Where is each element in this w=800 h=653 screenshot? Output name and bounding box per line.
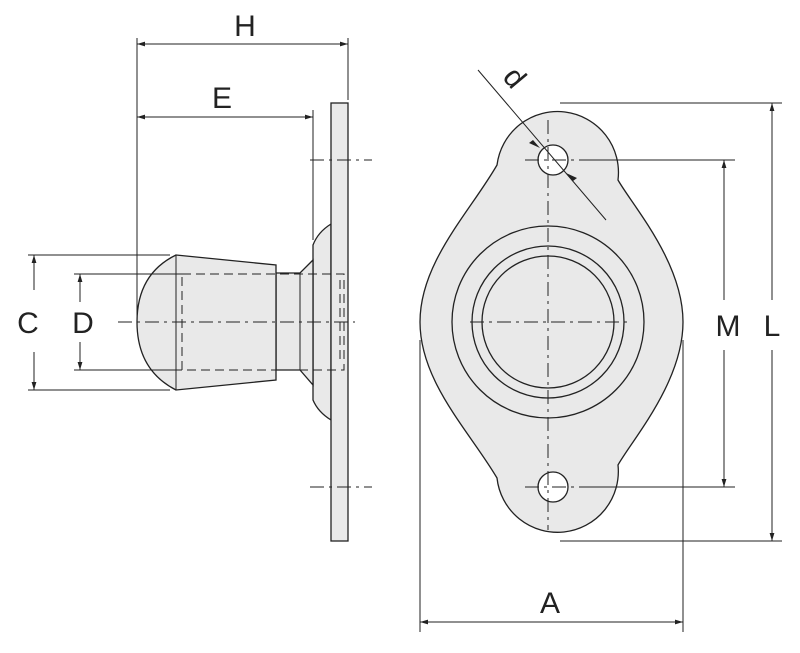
label-E: E (212, 82, 232, 115)
label-L: L (764, 310, 781, 343)
label-A: A (540, 587, 560, 620)
label-M: M (716, 310, 741, 343)
side-view: H E C D (17, 10, 372, 542)
label-C: C (17, 307, 39, 340)
label-d: d (496, 61, 532, 95)
dimension-d-line (477, 69, 607, 221)
front-view: d M L A (419, 61, 782, 632)
label-D: D (72, 307, 94, 340)
label-H: H (234, 10, 256, 43)
